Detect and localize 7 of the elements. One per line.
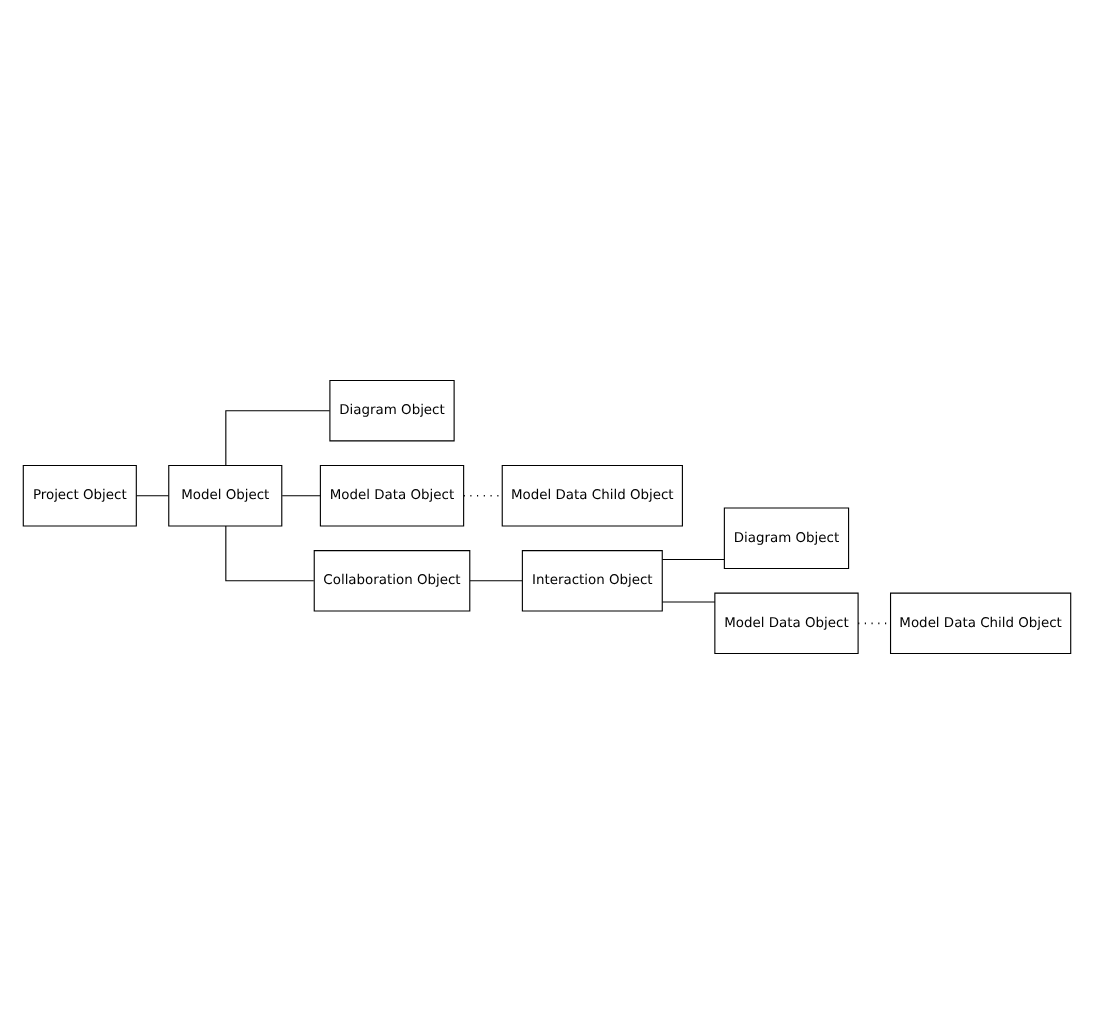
connector xyxy=(469,579,523,581)
connector xyxy=(281,494,321,496)
connector xyxy=(661,600,716,602)
connector xyxy=(661,557,725,560)
connector xyxy=(135,494,170,496)
connector xyxy=(225,524,315,581)
connector xyxy=(225,409,331,466)
